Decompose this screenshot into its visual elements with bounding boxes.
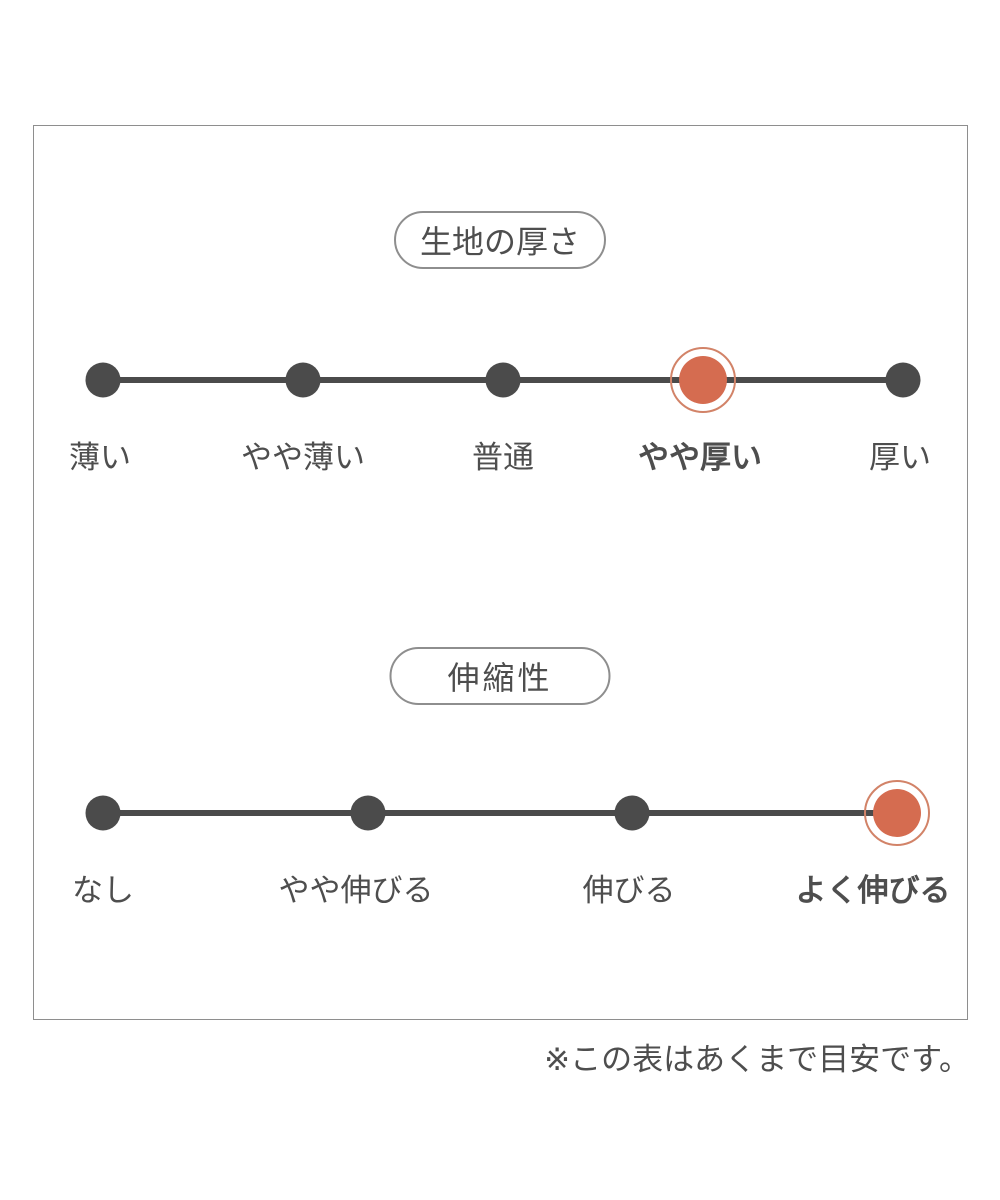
thickness-dot-2 bbox=[285, 362, 321, 398]
stretch-title-pill: 伸縮性 bbox=[389, 647, 611, 705]
thickness-dot-1 bbox=[85, 362, 121, 398]
stretch-scale-track bbox=[103, 810, 897, 816]
thickness-selected-dot bbox=[679, 356, 727, 404]
stretch-label-none: なし bbox=[72, 873, 134, 909]
thickness-label-normal: 普通 bbox=[472, 440, 534, 476]
stretch-dot-1 bbox=[85, 795, 121, 831]
thickness-selected-ring bbox=[670, 347, 736, 413]
thickness-label-thick: 厚い bbox=[869, 440, 931, 476]
thickness-label-thin: 薄い bbox=[69, 440, 131, 476]
thickness-title-pill: 生地の厚さ bbox=[394, 211, 606, 269]
stretch-label-somewhat-stretchy: やや伸びる bbox=[278, 873, 434, 909]
stretch-selected-dot bbox=[873, 789, 921, 837]
thickness-dot-5 bbox=[885, 362, 921, 398]
stretch-dot-3 bbox=[614, 795, 650, 831]
guide-frame bbox=[33, 125, 968, 1020]
stretch-selected-ring bbox=[864, 780, 930, 846]
thickness-dot-3 bbox=[485, 362, 521, 398]
stretch-label-stretchy: 伸びる bbox=[582, 873, 676, 909]
stretch-label-very-stretchy-selected: よく伸びる bbox=[795, 873, 951, 909]
thickness-label-somewhat-thick-selected: やや厚い bbox=[638, 440, 762, 476]
thickness-label-somewhat-thin: やや薄い bbox=[241, 440, 365, 476]
stretch-dot-2 bbox=[350, 795, 386, 831]
stretch-title-label: 伸縮性 bbox=[447, 659, 553, 697]
thickness-title-label: 生地の厚さ bbox=[419, 223, 580, 261]
disclaimer-note: ※この表はあくまで目安です。 bbox=[544, 1042, 970, 1078]
